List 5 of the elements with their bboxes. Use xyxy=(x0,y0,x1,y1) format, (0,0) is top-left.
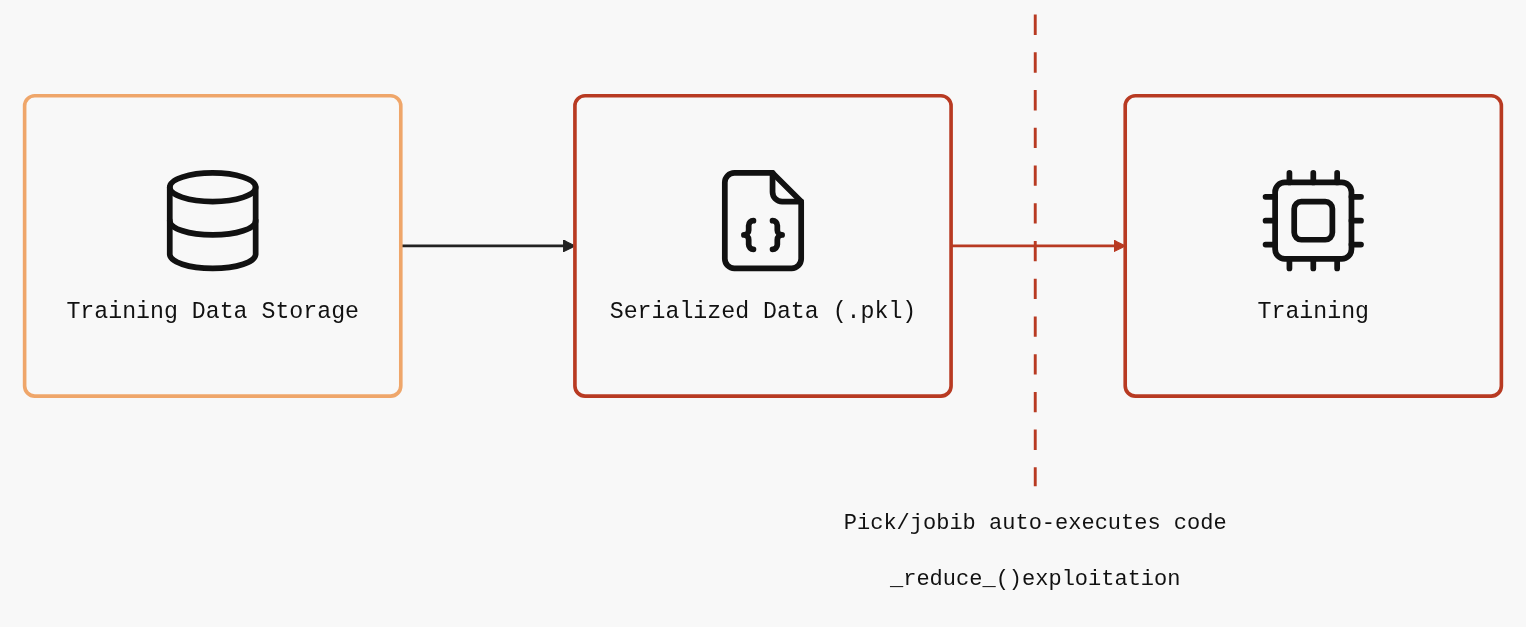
node-box: Training xyxy=(1123,93,1504,398)
node-box: Training Data Storage xyxy=(22,93,403,398)
note-text: _reduce_()exploitation xyxy=(890,565,1181,594)
note-text: Pick/jobib auto-executes code xyxy=(843,509,1227,538)
node-box: Serialized Data (.pkl) xyxy=(573,93,953,398)
